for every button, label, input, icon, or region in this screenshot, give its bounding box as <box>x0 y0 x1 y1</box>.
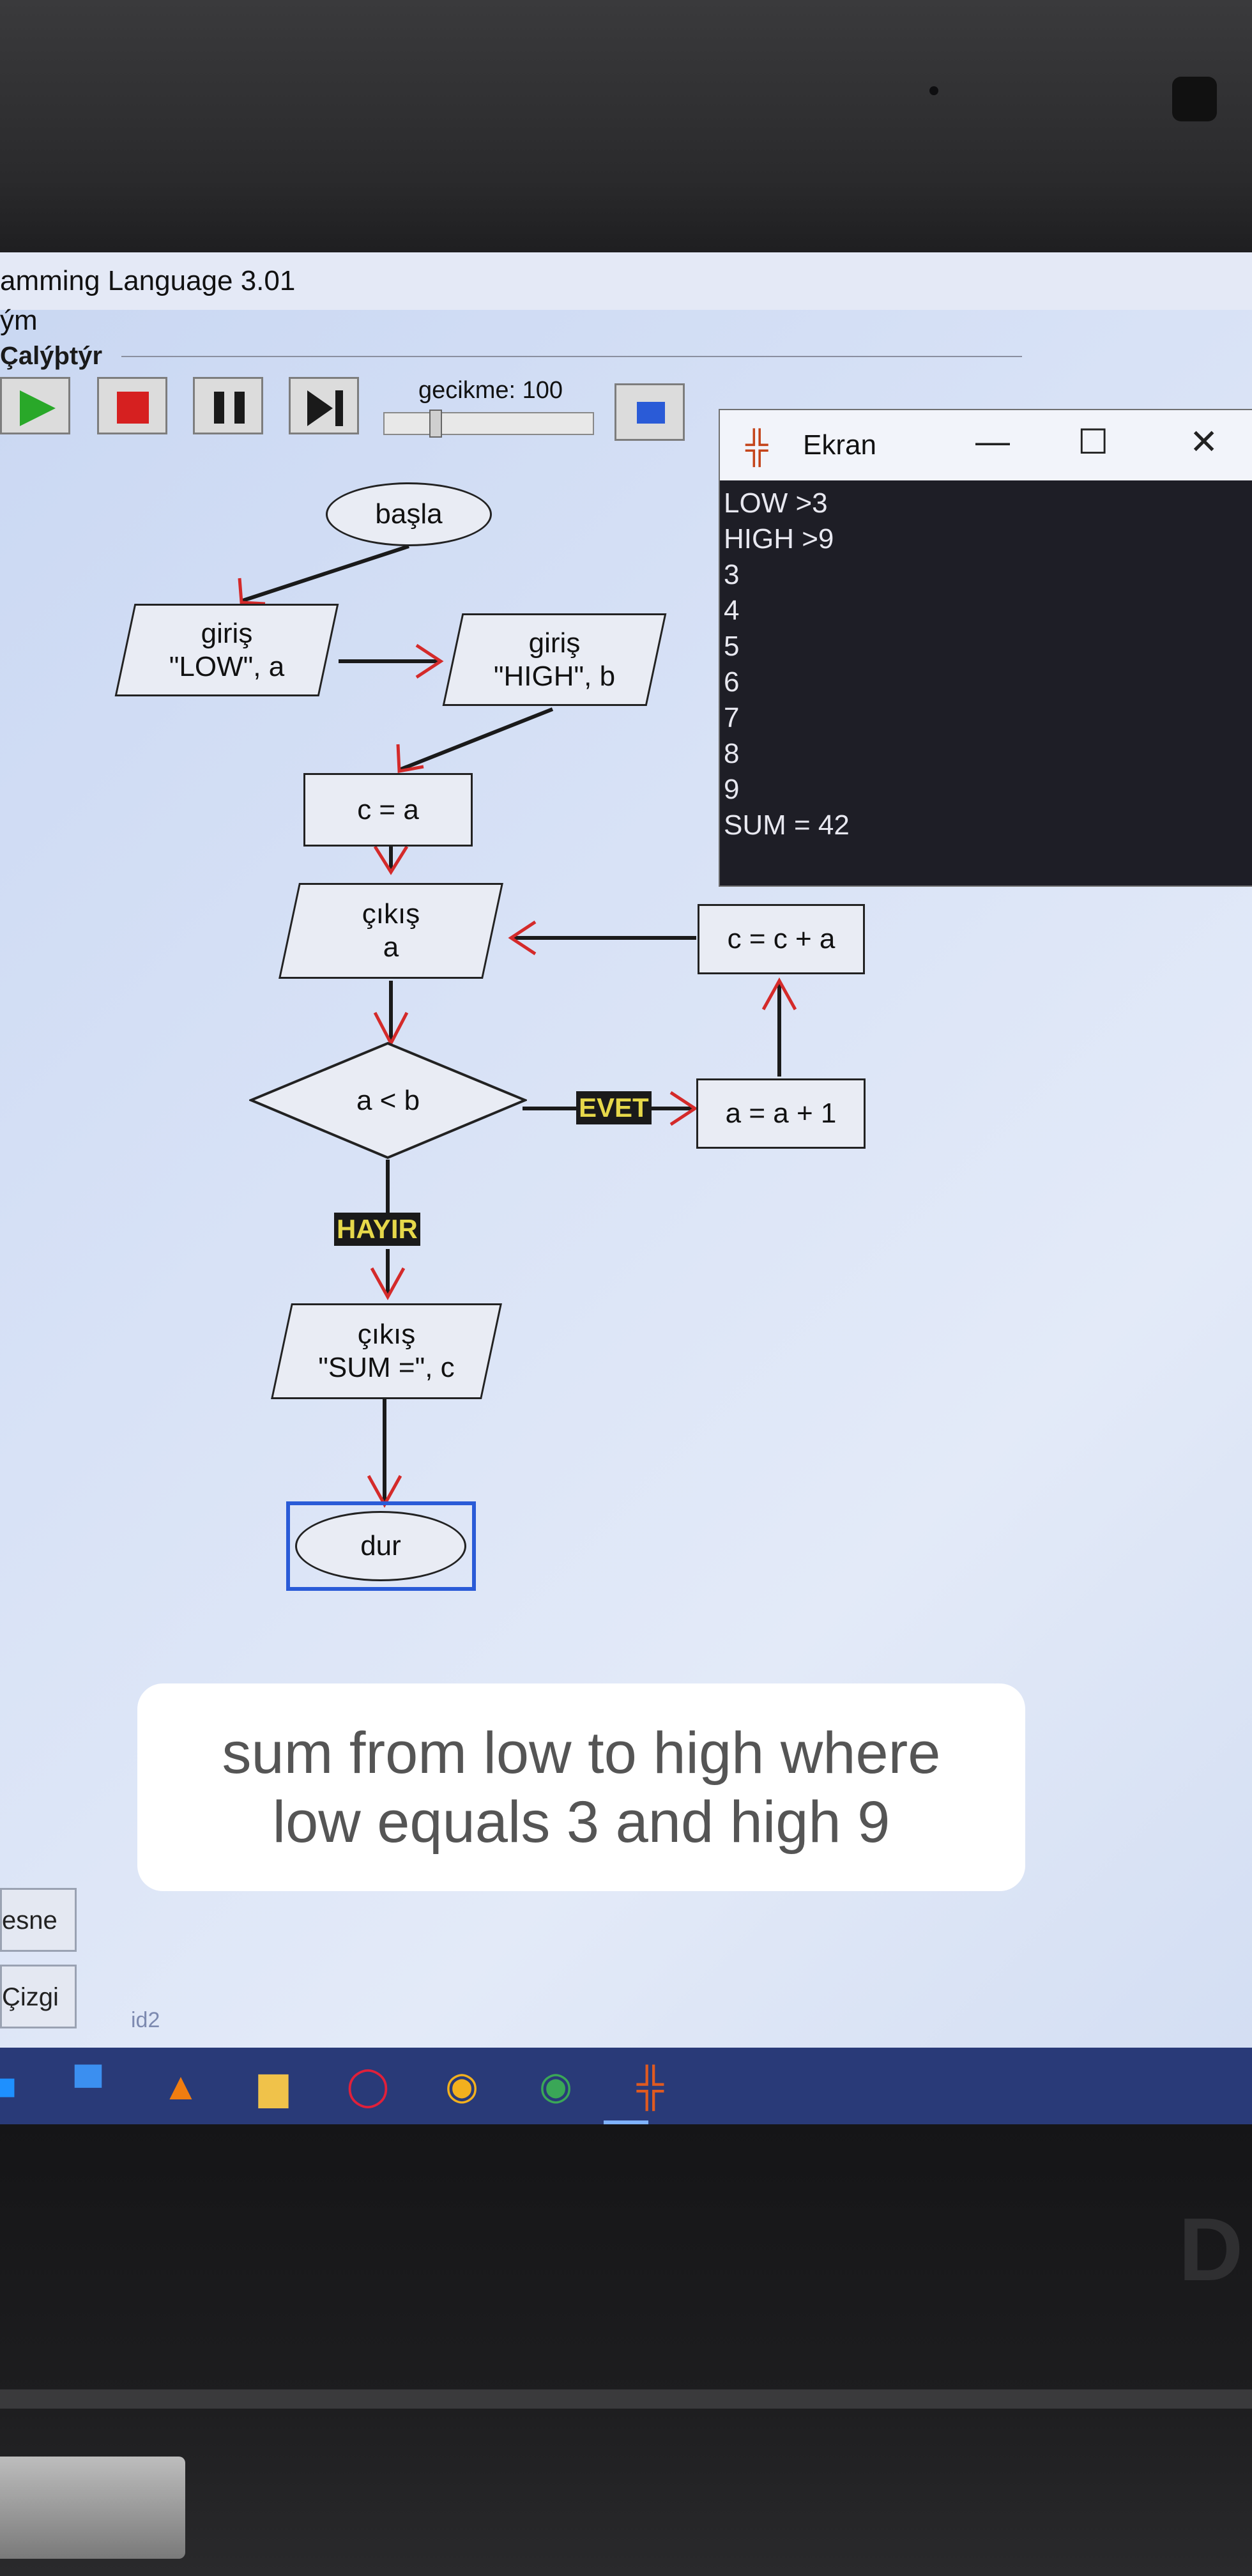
stop-button[interactable] <box>97 377 167 434</box>
caption-line-1: sum from low to high where <box>222 1720 941 1786</box>
arrowhead-4 <box>373 845 409 875</box>
start-label: başla <box>375 498 443 530</box>
decision-shape[interactable] <box>249 1041 527 1160</box>
chrome-icon[interactable]: ◉ <box>538 2064 573 2107</box>
flowchart-connectors <box>238 544 797 1508</box>
output-window-titlebar[interactable]: ╬ Ekran — ☐ ✕ <box>720 410 1252 480</box>
selected-node-highlight <box>286 1501 476 1591</box>
arrowhead-1 <box>238 578 266 606</box>
opera-icon[interactable]: ◯ <box>346 2064 390 2107</box>
caption-card: sum from low to high where low equals 3 … <box>137 1683 1025 1891</box>
arrowhead-9 <box>370 1267 406 1301</box>
output-line: LOW >3 <box>724 487 828 519</box>
output-console: LOW >3 HIGH >9 3 4 5 6 7 8 9 SUM = 42 <box>724 486 850 843</box>
arrowhead-8 <box>761 977 797 1011</box>
step-button[interactable] <box>289 377 359 434</box>
input-high-node: giriş "HIGH", b <box>493 627 616 692</box>
screen: amming Language 3.01 ým Çalýþtýr gecikme… <box>0 252 1252 2124</box>
play-icon <box>20 390 56 426</box>
output-window-title: Ekran <box>803 429 876 461</box>
camera-sensor <box>1172 77 1217 121</box>
delay-label: gecikme: 100 <box>418 377 563 404</box>
laptop-hinge <box>0 2389 1252 2409</box>
output-line: 6 <box>724 666 740 698</box>
increment-node[interactable]: a = a + 1 <box>696 1078 866 1149</box>
windows-icon[interactable]: ■ <box>0 2064 17 2108</box>
output-line: 5 <box>724 631 740 662</box>
output-line: 8 <box>724 738 740 769</box>
store-icon[interactable]: ▀ <box>74 2064 102 2108</box>
output-line: 3 <box>724 559 740 590</box>
connector-input-to-assign <box>398 707 554 772</box>
variable-watch-button[interactable] <box>615 383 685 441</box>
webcam <box>929 86 938 95</box>
output-line: HIGH >9 <box>724 523 834 555</box>
app-title-bar: amming Language 3.01 <box>0 252 1252 310</box>
pause-icon <box>214 392 245 424</box>
end-node[interactable]: dur <box>295 1511 466 1581</box>
maximize-icon[interactable]: ☐ <box>1078 423 1109 461</box>
laptop-latch <box>0 2457 185 2559</box>
laptop-bottom-bezel <box>0 2124 1252 2576</box>
group-divider <box>121 356 1022 357</box>
menu-item[interactable]: ým <box>0 305 38 336</box>
chrome-canary-icon[interactable]: ◉ <box>445 2064 479 2107</box>
start-node[interactable]: başla <box>326 482 492 546</box>
arrowhead-7 <box>669 1091 698 1126</box>
output-line: 7 <box>724 702 740 733</box>
run-toolbar: Çalýþtýr <box>0 342 1022 434</box>
laptop-top-bezel <box>0 0 1252 256</box>
active-app-indicator <box>604 2120 648 2124</box>
end-label: dur <box>360 1530 401 1561</box>
output-line: SUM = 42 <box>724 809 850 841</box>
assign-c-node[interactable]: c = a <box>303 773 473 847</box>
connector-start-to-input <box>242 544 409 602</box>
delay-slider[interactable] <box>383 410 594 438</box>
close-icon[interactable]: ✕ <box>1189 423 1219 461</box>
output-line: 9 <box>724 774 740 805</box>
id-label: id2 <box>131 2008 160 2032</box>
accumulate-node[interactable]: c = c + a <box>698 904 865 974</box>
flowgorithm-icon[interactable]: ╬ <box>636 2064 664 2108</box>
arrowhead-5 <box>508 920 537 956</box>
arrowhead-2 <box>415 643 444 679</box>
stop-icon <box>117 392 149 424</box>
vlc-icon[interactable]: ▲ <box>162 2064 200 2108</box>
run-button[interactable] <box>0 377 70 434</box>
run-group-label: Çalýþtýr <box>0 342 103 370</box>
brand-logo-icon: D <box>1179 2199 1244 2299</box>
grid-icon <box>637 402 665 424</box>
file-explorer-icon[interactable]: ▆ <box>258 2064 289 2107</box>
step-icon <box>307 390 333 426</box>
minimize-icon[interactable]: — <box>975 422 1010 461</box>
menu-bar: ým <box>0 298 1252 343</box>
output-window[interactable]: ╬ Ekran — ☐ ✕ LOW >3 HIGH >9 3 4 5 6 7 8… <box>719 409 1252 887</box>
flowgorithm-icon: ╬ <box>745 429 768 464</box>
side-button-1[interactable]: esne <box>0 1888 77 1952</box>
app-title: amming Language 3.01 <box>0 265 296 296</box>
yes-label: EVET <box>576 1091 652 1124</box>
no-label: HAYIR <box>334 1213 420 1246</box>
output-line: 4 <box>724 595 740 626</box>
caption-line-2: low equals 3 and high 9 <box>272 1789 890 1855</box>
decision-diamond <box>249 1041 527 1160</box>
decision-node: a < b <box>356 1084 420 1116</box>
pause-button[interactable] <box>193 377 263 434</box>
arrowhead-3 <box>396 744 424 773</box>
delay-slider-thumb[interactable] <box>429 410 442 438</box>
side-button-2[interactable]: Çizgi <box>0 1965 77 2028</box>
output-sum-node: çıkış "SUM =", c <box>318 1319 455 1383</box>
input-low-node: giriş "LOW", a <box>169 617 285 682</box>
taskbar: ■ ▀ ▲ ▆ ◯ ◉ ◉ ╬ <box>0 2048 1252 2124</box>
output-a-node: çıkış a <box>362 898 420 963</box>
